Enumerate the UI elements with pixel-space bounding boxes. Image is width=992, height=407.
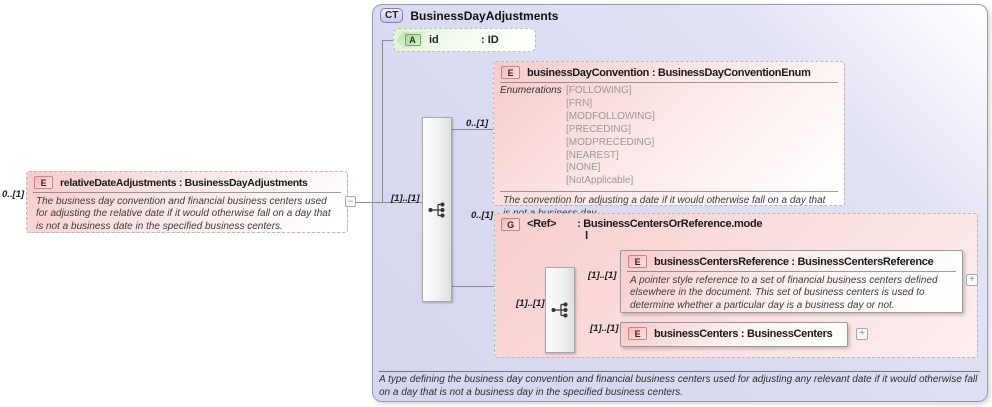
divider xyxy=(33,192,341,193)
element-business-day-convention-box[interactable]: E businessDayConvention : BusinessDayCon… xyxy=(493,61,845,219)
enumerations-values: [FOLLOWING] [FRN] [MODFOLLOWING] [PRECED… xyxy=(566,85,655,187)
enumerations-label: Enumerations xyxy=(500,85,562,96)
group-type-line1: : BusinessCentersOrReference.mode xyxy=(577,218,763,230)
group-type-line2: l xyxy=(585,230,588,242)
element-badge-icon: E xyxy=(501,66,520,79)
expand-button[interactable]: + xyxy=(966,274,978,286)
connector-line xyxy=(452,286,495,287)
connector-line xyxy=(382,40,394,41)
complex-type-badge-icon: CT xyxy=(380,8,404,23)
element-annotation: A pointer style reference to a set of fi… xyxy=(630,275,938,311)
collapse-button[interactable]: − xyxy=(345,196,356,207)
divider xyxy=(627,271,956,272)
complex-type-header: CT BusinessDayAdjustments xyxy=(380,8,558,23)
cardinality-label: 0..[1] xyxy=(471,210,494,221)
element-business-centers-reference-box[interactable]: E businessCentersReference : BusinessCen… xyxy=(620,250,963,313)
cardinality-label: [1]..[1] xyxy=(516,298,545,309)
group-name: <Ref> xyxy=(527,218,557,230)
element-relative-date-adjustments-box[interactable]: E relativeDateAdjustments : BusinessDayA… xyxy=(26,171,348,233)
sequence-compositor-bar[interactable] xyxy=(422,117,452,302)
element-title: businessCentersReference : BusinessCente… xyxy=(654,255,934,268)
connector-line xyxy=(356,202,423,203)
cardinality-label: [1]..[1] xyxy=(590,323,619,334)
attribute-type: : ID xyxy=(481,34,499,46)
cardinality-label: [1]..[1] xyxy=(588,270,617,281)
complex-type-title: BusinessDayAdjustments xyxy=(410,8,559,23)
connector-line xyxy=(452,129,494,130)
element-title: businessCenters : BusinessCenters xyxy=(654,327,833,340)
choice-compositor-bar[interactable] xyxy=(545,267,575,353)
element-annotation: The business day convention and financia… xyxy=(36,196,331,232)
element-badge-icon: E xyxy=(628,327,647,340)
element-title-row: E businessDayConvention : BusinessDayCon… xyxy=(494,62,844,82)
enumerations-section: Enumerations [FOLLOWING] [FRN] [MODFOLLO… xyxy=(494,83,844,191)
element-title: relativeDateAdjustments : BusinessDayAdj… xyxy=(60,176,308,189)
cardinality-label: 0..[1] xyxy=(2,189,25,200)
element-badge-icon: E xyxy=(628,255,647,268)
element-title-row: E relativeDateAdjustments : BusinessDayA… xyxy=(27,172,347,192)
element-title-row: E businessCenters : BusinessCenters xyxy=(621,323,847,343)
complex-type-annotation: A type defining the business day convent… xyxy=(379,374,978,398)
cardinality-label: [1]..[1] xyxy=(391,193,420,204)
attribute-badge-icon: A xyxy=(404,34,421,46)
expand-button[interactable]: + xyxy=(856,328,868,340)
sequence-icon xyxy=(428,202,445,217)
attribute-id-box[interactable]: A id : ID xyxy=(393,28,536,52)
connector-trunk-line xyxy=(382,40,383,203)
divider xyxy=(379,371,980,372)
divider xyxy=(500,191,838,193)
choice-icon xyxy=(551,302,568,318)
element-business-centers-box[interactable]: E businessCenters : BusinessCenters xyxy=(620,322,848,347)
element-title: businessDayConvention : BusinessDayConve… xyxy=(527,66,811,79)
group-badge-icon: G xyxy=(501,218,520,231)
group-type: : BusinessCentersOrReference.mode l xyxy=(577,218,762,242)
group-title-row: G <Ref> : BusinessCentersOrReference.mod… xyxy=(501,218,763,242)
attribute-arrow-icon: A xyxy=(397,31,423,49)
attribute-name: id xyxy=(429,34,439,46)
element-badge-icon: E xyxy=(34,176,53,189)
element-title-row: E businessCentersReference : BusinessCen… xyxy=(621,251,962,271)
divider xyxy=(500,82,838,83)
cardinality-label: 0..[1] xyxy=(466,118,489,129)
